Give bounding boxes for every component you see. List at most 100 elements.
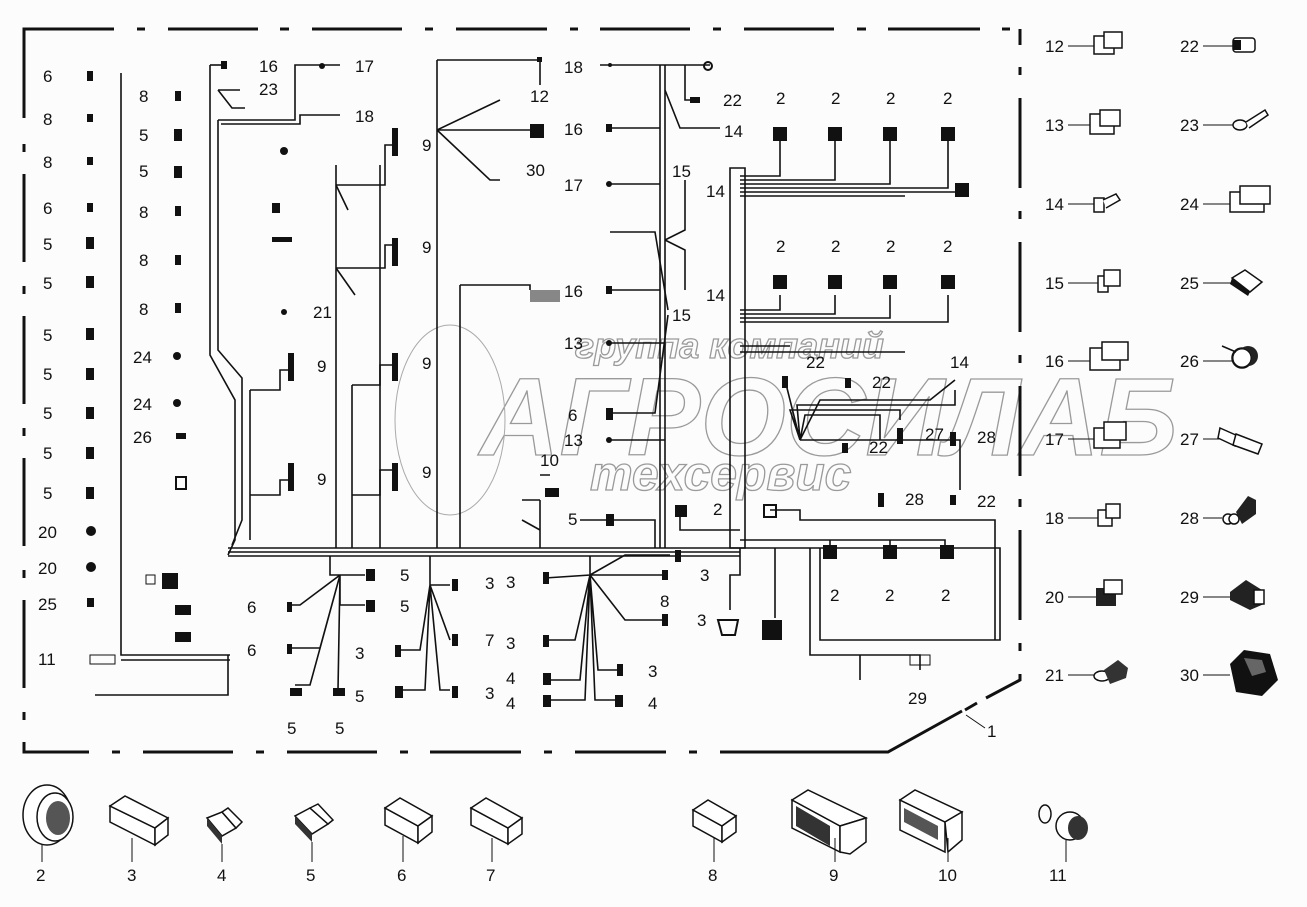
connector-6pin-sealed-icon: [293, 803, 335, 842]
legend-item: 3: [108, 795, 170, 885]
connector-4pin-icon: [1097, 503, 1121, 527]
connector-16pin-icon: [383, 797, 434, 845]
callout: 23: [259, 80, 278, 99]
legend-bottom: 2 3 4 5 6 7 8: [22, 784, 1088, 885]
connector-inline-2pin-icon: [1217, 426, 1263, 455]
callout: 22: [872, 373, 891, 392]
connector-8pin-icon: [1093, 421, 1127, 449]
legend-item: 27: [1180, 426, 1263, 455]
legend-num: 13: [1045, 116, 1064, 135]
watermark-wreath: [394, 324, 506, 516]
callout: 5: [43, 365, 52, 384]
legend-item: 30: [1180, 650, 1278, 696]
callout: 12: [530, 87, 549, 106]
callout: 26: [133, 428, 152, 447]
callout: 3: [697, 611, 706, 630]
callout: 2: [943, 89, 952, 108]
connector-12pin-icon: [691, 799, 738, 844]
callout: 3: [355, 644, 364, 663]
legend-num: 26: [1180, 352, 1199, 371]
legend-num: 24: [1180, 195, 1199, 214]
callout: 6: [43, 199, 52, 218]
callout: 14: [950, 353, 969, 372]
legend-num: 29: [1180, 588, 1199, 607]
legend-num: 16: [1045, 352, 1064, 371]
legend-num: 15: [1045, 274, 1064, 293]
legend-num: 7: [486, 866, 495, 885]
legend-item: 28: [1180, 496, 1256, 528]
callout: 21: [313, 303, 332, 322]
legend-num: 23: [1180, 116, 1199, 135]
legend-item: 18: [1045, 503, 1121, 528]
legend-item: 11: [1038, 804, 1088, 885]
callout: 6: [247, 641, 256, 660]
callout: 5: [43, 404, 52, 423]
legend-num: 11: [1049, 866, 1067, 885]
callout: 8: [139, 87, 148, 106]
callout: 2: [713, 500, 722, 519]
connector-6pin-icon: [1089, 109, 1121, 135]
callout: 16: [564, 120, 583, 139]
legend-num: 22: [1180, 37, 1199, 56]
callout: 22: [869, 438, 888, 457]
connector-2pin-icon: [1097, 269, 1121, 293]
circular-connector-icon: [22, 784, 74, 846]
callout: 17: [355, 57, 374, 76]
callout: 5: [568, 510, 577, 529]
callout: 25: [38, 595, 57, 614]
callout: 7: [485, 631, 494, 650]
callout: 15: [672, 306, 691, 325]
callout: 4: [506, 694, 515, 713]
callout: 9: [317, 357, 326, 376]
callout: 11: [38, 650, 56, 669]
callout: 14: [706, 182, 725, 201]
callout: 3: [485, 574, 494, 593]
callout: 24: [133, 348, 152, 367]
legend-item: 25: [1180, 269, 1264, 296]
callout: 5: [287, 719, 296, 738]
legend-item: 10: [898, 789, 964, 885]
callout: 4: [506, 669, 515, 688]
legend-num: 25: [1180, 274, 1199, 293]
callout: 2: [831, 89, 840, 108]
legend-item: 13: [1045, 109, 1121, 135]
connector-20pin-icon: [469, 797, 524, 846]
callout: 5: [43, 274, 52, 293]
connector-large-icon: [1230, 650, 1278, 696]
callout: 6: [568, 406, 577, 425]
ecu-connector-small-icon: [898, 789, 964, 854]
connector-2pin-sealed-icon: [1232, 37, 1256, 53]
legend-item: 29: [1180, 580, 1265, 610]
legend-item: 16: [1045, 341, 1129, 371]
legend-item: 5: [293, 803, 335, 885]
callout: 5: [43, 235, 52, 254]
callout: 5: [400, 597, 409, 616]
callout: 30: [526, 161, 545, 180]
callout: 5: [400, 566, 409, 585]
connector-20pin-icon: [108, 795, 170, 847]
legend-item: 23: [1180, 108, 1270, 135]
connector-3pin-sealed-icon: [1093, 660, 1128, 684]
legend-num: 21: [1045, 666, 1064, 685]
legend-item: 20: [1045, 579, 1123, 607]
callout: 8: [43, 110, 52, 129]
callout: 3: [506, 573, 515, 592]
callout: 16: [259, 57, 278, 76]
callout: 8: [660, 592, 669, 611]
harness-callouts: 6 8 8 6 5 5 5 5 5 5 5 20 20 25 11 8 5 5 …: [38, 57, 996, 738]
connector-relay-icon: [1230, 580, 1265, 610]
callout: 24: [133, 395, 152, 414]
callout: 20: [38, 559, 57, 578]
callout: 22: [723, 91, 742, 110]
connector-10pin-icon: [1089, 341, 1129, 371]
legend-num: 9: [829, 866, 838, 885]
callout: 2: [776, 89, 785, 108]
callout: 8: [139, 251, 148, 270]
callout: 28: [977, 428, 996, 447]
callout: 9: [422, 238, 431, 257]
callout: 9: [422, 354, 431, 373]
callout: 5: [335, 719, 344, 738]
legend-item: 4: [205, 807, 244, 885]
legend-num: 20: [1045, 588, 1064, 607]
